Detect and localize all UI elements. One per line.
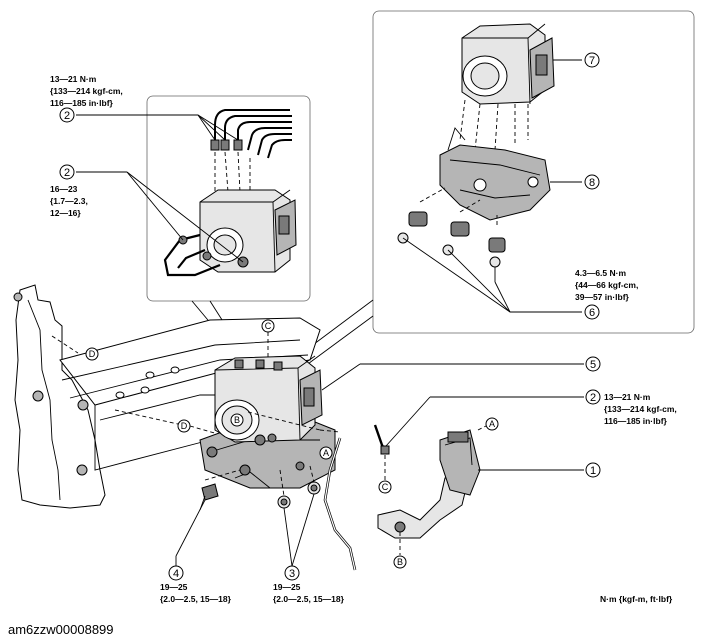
marker-c-bottom: C (378, 480, 392, 494)
svg-text:13—21 N·m: 13—21 N·m (604, 392, 651, 402)
svg-text:4.3—6.5 N·m: 4.3—6.5 N·m (575, 268, 626, 278)
callout-2-mid: 2 (59, 164, 75, 180)
torque-label-inset-right: 4.3—6.5 N·m {44—66 kgf-cm, 39—57 in·lbf} (575, 268, 638, 302)
svg-text:1: 1 (590, 465, 596, 477)
callout-5: 5 (585, 356, 601, 372)
svg-text:6: 6 (589, 307, 595, 319)
torque-label-top-left: 13—21 N·m {133—214 kgf-cm, 116—185 in·lb… (50, 74, 123, 108)
svg-text:4: 4 (173, 568, 179, 580)
svg-text:B: B (397, 557, 403, 567)
svg-text:12—16}: 12—16} (50, 208, 81, 218)
callout-2-right: 2 (585, 389, 601, 405)
callout-2-top: 2 (59, 107, 75, 123)
brake-pipe-and-bracket (323, 424, 481, 571)
svg-text:19—25: 19—25 (160, 582, 188, 592)
svg-text:16—23: 16—23 (50, 184, 78, 194)
torque-label-right-mid: 13—21 N·m {133—214 kgf-cm, 116—185 in·lb… (604, 392, 677, 426)
svg-text:D: D (89, 349, 96, 359)
torque-label-mid-left: 16—23 {1.7—2.3, 12—16} (50, 184, 88, 218)
leader-lines (76, 59, 584, 567)
inset-pipes-content (163, 109, 297, 277)
svg-text:8: 8 (589, 177, 595, 189)
svg-text:13—21 N·m: 13—21 N·m (50, 74, 97, 84)
svg-text:2: 2 (64, 167, 70, 179)
svg-text:{1.7—2.3,: {1.7—2.3, (50, 196, 88, 206)
marker-b-bottom: B (393, 555, 407, 569)
svg-text:2: 2 (590, 392, 596, 404)
callout-4: 4 (168, 565, 184, 581)
svg-text:{133—214 kgf-cm,: {133—214 kgf-cm, (50, 86, 123, 96)
callout-1: 1 (585, 462, 601, 478)
svg-text:A: A (323, 448, 329, 458)
marker-a-right: A (485, 417, 499, 431)
svg-text:B: B (234, 415, 240, 425)
svg-text:C: C (265, 321, 272, 331)
svg-text:116—185 in·lbf}: 116—185 in·lbf} (604, 416, 668, 426)
svg-text:116—185 in·lbf}: 116—185 in·lbf} (50, 98, 114, 108)
svg-text:C: C (382, 482, 389, 492)
callout-3: 3 (284, 565, 300, 581)
detail-inset-pipes (146, 95, 311, 302)
units-legend: N·m {kgf-m, ft·lbf} (600, 594, 673, 604)
torque-label-nut-3: 19—25 {2.0—2.5, 15—18} (273, 582, 345, 604)
callout-6: 6 (584, 304, 600, 320)
marker-a-left: A (319, 446, 333, 460)
svg-text:3: 3 (289, 568, 295, 580)
svg-text:{2.0—2.5, 15—18}: {2.0—2.5, 15—18} (160, 594, 232, 604)
svg-text:{133—214 kgf-cm,: {133—214 kgf-cm, (604, 404, 677, 414)
svg-text:19—25: 19—25 (273, 582, 301, 592)
callout-8: 8 (584, 174, 600, 190)
svg-text:2: 2 (64, 110, 70, 122)
marker-c-top: C (261, 319, 275, 333)
svg-text:D: D (181, 421, 188, 431)
callout-7: 7 (584, 52, 600, 68)
svg-text:{2.0—2.5, 15—18}: {2.0—2.5, 15—18} (273, 594, 345, 604)
svg-text:7: 7 (589, 55, 595, 67)
marker-b-unit: B (230, 413, 244, 427)
svg-text:5: 5 (590, 359, 596, 371)
detail-inset-bracket (372, 10, 695, 334)
svg-text:39—57 in·lbf}: 39—57 in·lbf} (575, 292, 630, 302)
figure-code: am6zzw00008899 (8, 622, 114, 637)
inset-bracket-content (397, 23, 555, 282)
marker-d-mid: D (177, 419, 191, 433)
svg-text:A: A (489, 419, 495, 429)
marker-d-top: D (85, 347, 99, 361)
torque-label-bolt-4: 19—25 {2.0—2.5, 15—18} (160, 582, 232, 604)
svg-text:{44—66 kgf-cm,: {44—66 kgf-cm, (575, 280, 638, 290)
